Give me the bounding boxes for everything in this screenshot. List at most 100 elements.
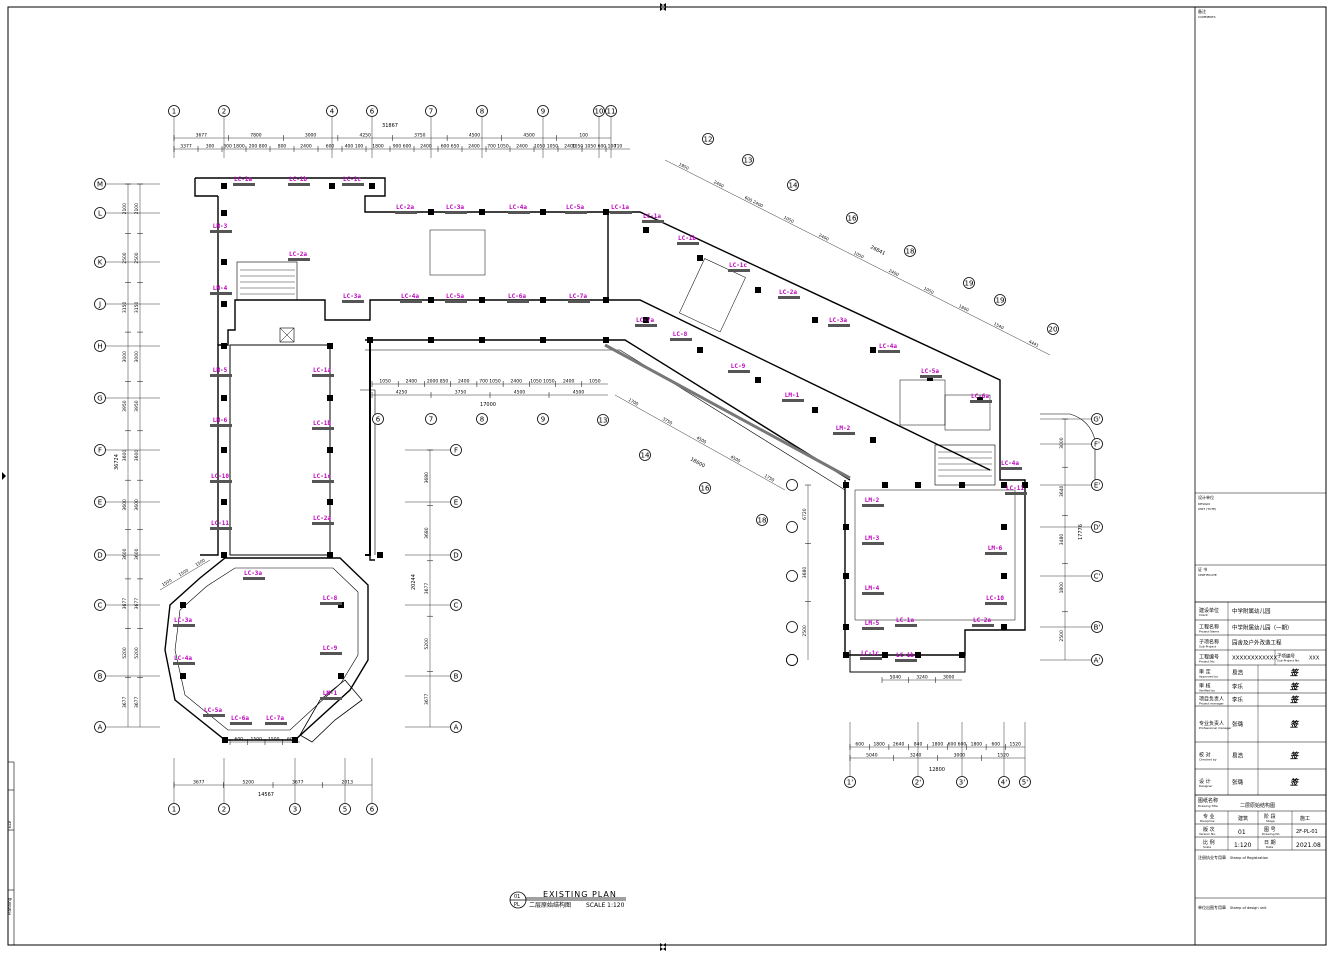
walls — [164, 177, 1096, 743]
column — [221, 447, 227, 453]
dim-diag-row2-value: 4500 — [730, 454, 742, 464]
column — [327, 343, 333, 349]
dim-left-col-value: 3150 — [122, 302, 128, 314]
axis-diag-19-label: 19 — [965, 280, 974, 288]
window-tag: LC-4a — [401, 293, 419, 300]
axis-left-H-label: H — [97, 343, 102, 351]
axis-bottom-1-label: 1 — [172, 806, 176, 814]
drawing-no-label-en: Drawing No. — [1262, 832, 1280, 836]
design-unit-en2: UNIT (TUTE) — [1198, 507, 1216, 511]
dim-diag-row-value: 1050 — [923, 286, 935, 295]
axis-left-E-bubble — [94, 496, 106, 508]
tb-value: XXXXXXXXXXXX — [1232, 656, 1277, 662]
dim-top-row2-value: 3377 — [180, 144, 192, 150]
dim-left-col2-value: 2500 — [134, 252, 140, 264]
column — [428, 297, 434, 303]
dim-top-row2-value: 300 — [206, 144, 215, 150]
axis-diag2-13-label: 13 — [599, 417, 608, 425]
window-tag: LC-3a — [343, 293, 361, 300]
tb-signature: 签 — [1290, 696, 1300, 705]
column — [540, 337, 546, 343]
axis-bottom-2-label: 2 — [222, 806, 226, 814]
scale-label-en: Scale — [1203, 845, 1211, 849]
column — [327, 552, 333, 558]
axis-bottom-5-bubble — [339, 803, 351, 815]
column — [915, 482, 921, 488]
unit-stamp-cn: 单位出图专用章 — [1198, 904, 1226, 910]
column — [329, 183, 335, 189]
tb-label: 设 计 — [1199, 778, 1211, 785]
window-tag: LC-7a — [636, 317, 654, 324]
dim-rb-row1-value: 600 600 — [948, 742, 967, 748]
window-tag: LC-1b — [313, 420, 331, 427]
axis-right-inner-bubble — [786, 521, 798, 533]
axis-right-A'-label: A' — [1094, 657, 1101, 665]
column — [221, 183, 227, 189]
dim-diag-row-value: 2400 — [818, 232, 830, 241]
stage-label-en: Stage — [1266, 819, 1275, 823]
date-label-en: Date — [1266, 845, 1273, 849]
axis-left-C-label: C — [98, 602, 103, 610]
window-bar — [985, 602, 1007, 605]
dim-right-col2-value: 2500 — [1059, 630, 1065, 642]
tb-label: 审 核 — [1199, 683, 1211, 690]
window-bar — [507, 300, 529, 303]
column — [377, 552, 383, 558]
remark-en: COMMENTS — [1198, 15, 1216, 19]
column — [221, 552, 227, 558]
column — [327, 395, 333, 401]
axis-right-B'-bubble — [1091, 621, 1103, 633]
window-bar — [233, 183, 255, 186]
column — [1001, 573, 1007, 579]
dim-left-col-value: 3600 — [122, 499, 128, 511]
column — [180, 602, 186, 608]
window-tag: LM-2 — [865, 497, 880, 504]
column — [959, 652, 965, 658]
tb-label: 工程名称 — [1199, 624, 1219, 631]
tb-label: 子项名称 — [1199, 639, 1219, 646]
axis-right-D'-bubble — [1091, 521, 1103, 533]
axis-mid-D-bubble — [450, 549, 462, 561]
column — [221, 210, 227, 216]
window-bar — [210, 292, 232, 295]
axis-midbot-6-label: 6 — [376, 416, 381, 424]
window-bar — [230, 722, 252, 725]
axis-rightbot-5'-label: 5' — [1022, 779, 1028, 787]
dim-left-col-value: 2100 — [122, 203, 128, 215]
dim-top-row1-value: 4500 — [469, 133, 481, 139]
dim-right-col2-value: 3000 — [1059, 437, 1065, 449]
dim-mid-row1-value: 1050 — [379, 379, 391, 385]
axis-top-10-label: 10 — [595, 108, 604, 116]
window-bar — [288, 258, 310, 261]
axis-left-D-label: D — [97, 552, 102, 560]
dim-right-col2-value: 3480 — [1059, 534, 1065, 546]
axis-top-7-bubble — [425, 105, 437, 117]
dim-right-col2-value: 3640 — [1059, 485, 1065, 497]
column — [1001, 482, 1007, 488]
scale: 1:120 — [1234, 842, 1251, 849]
dim-left-col2-value: 3950 — [134, 400, 140, 412]
window-bar — [862, 592, 884, 595]
column — [367, 337, 373, 343]
axis-right-inner-bubble — [786, 621, 798, 633]
window-bar — [985, 552, 1007, 555]
window-tag: LC-8 — [673, 331, 688, 338]
dim-diag-row2-value: 3750 — [662, 416, 674, 426]
axis-top-10-bubble — [593, 105, 605, 117]
tb-label-en: Designer — [1199, 784, 1213, 788]
axis-left-A-bubble — [94, 721, 106, 733]
column — [180, 673, 186, 679]
column — [603, 209, 609, 215]
dim-diag-row-value: 1800 — [958, 303, 970, 312]
dim-right-total: 17776 — [1078, 524, 1084, 540]
window-bar — [970, 400, 992, 403]
window-bar — [677, 242, 699, 245]
axis-midbot-9-bubble — [537, 413, 549, 425]
column — [843, 624, 849, 630]
axis-diag-13-label: 13 — [744, 157, 753, 165]
window-tag: LC-1c — [343, 176, 361, 183]
dim-mid-col-value: 5200 — [424, 638, 430, 650]
dim-top-row2-value: 2400 — [564, 144, 576, 150]
column — [843, 524, 849, 530]
